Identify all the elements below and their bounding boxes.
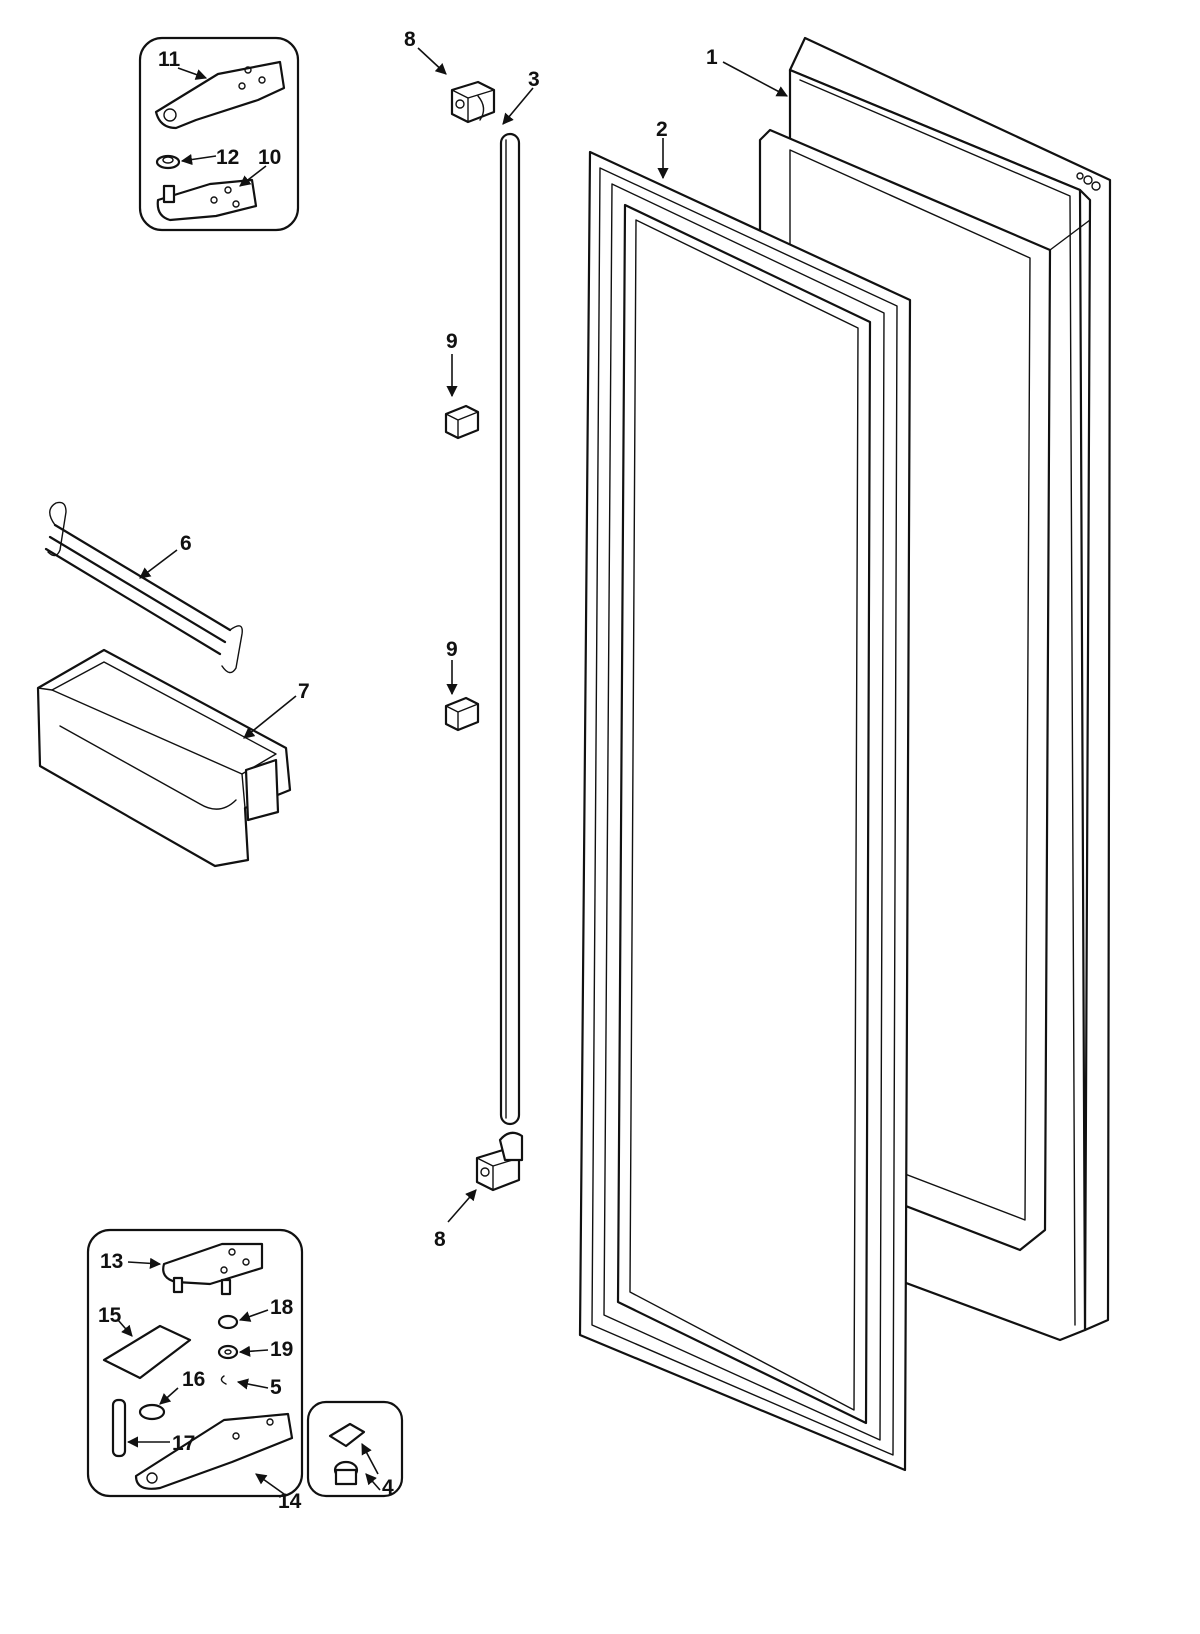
callout-4: 4: [382, 1476, 394, 1499]
callout-8-top: 8: [404, 28, 416, 51]
door-shelf-rail: [44, 501, 243, 674]
callout-10: 10: [258, 146, 281, 169]
door-gasket: [578, 150, 912, 1472]
callout-8-bottom: 8: [434, 1228, 446, 1251]
callout-17: 17: [172, 1432, 195, 1455]
callout-12: 12: [216, 146, 239, 169]
top-hinge-kit-inset: [138, 36, 300, 232]
callout-6: 6: [180, 532, 192, 555]
rod-bracket-upper: [444, 404, 480, 440]
callout-7: 7: [298, 680, 310, 703]
callout-labels: 1 2 3 4 5 6 7 8 8 9 9 10 11 12 13 14 15 …: [98, 28, 718, 1513]
callout-5: 5: [270, 1376, 282, 1399]
callout-3: 3: [528, 68, 540, 91]
door-rod: [499, 132, 521, 1126]
callout-16: 16: [182, 1368, 205, 1391]
callout-9-lower: 9: [446, 638, 458, 661]
callout-18: 18: [270, 1296, 294, 1319]
door-bin: [36, 648, 292, 868]
part-4-inset: [306, 1400, 404, 1498]
callout-19: 19: [270, 1338, 293, 1361]
hinge-cap-top: [450, 80, 496, 124]
hinge-cap-bottom: [475, 1131, 524, 1192]
callout-2: 2: [656, 118, 668, 141]
callout-15: 15: [98, 1304, 122, 1327]
leader-arrows: [117, 47, 788, 1495]
callout-1: 1: [706, 46, 718, 69]
callout-14: 14: [278, 1490, 302, 1513]
callout-13: 13: [100, 1250, 123, 1273]
callout-11: 11: [158, 48, 181, 71]
rod-bracket-lower: [444, 696, 480, 732]
callout-9-upper: 9: [446, 330, 458, 353]
bottom-hinge-kit-inset: [86, 1228, 304, 1498]
